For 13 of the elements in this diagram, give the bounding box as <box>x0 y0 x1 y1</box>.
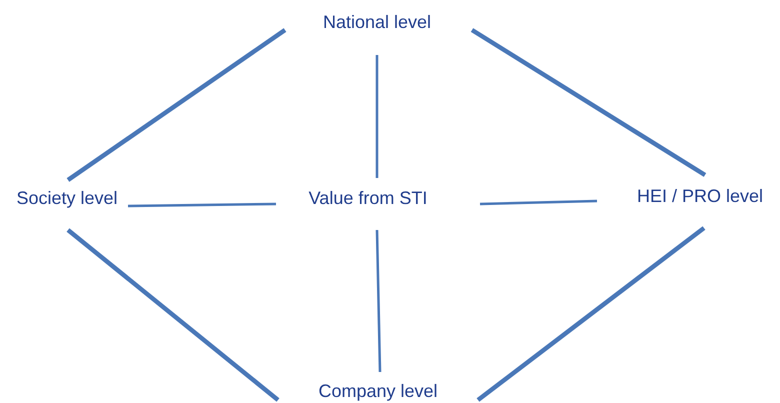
level-label: National level <box>322 11 432 33</box>
connector-line <box>470 28 706 177</box>
connector-line <box>480 200 598 206</box>
level-label: Value from STI <box>308 187 428 209</box>
connector-line <box>128 202 276 208</box>
level-label: Society level <box>16 187 118 209</box>
connector-line <box>376 55 378 178</box>
connector-line <box>376 230 382 372</box>
connector-line <box>66 28 286 182</box>
level-label: Company level <box>318 380 438 402</box>
level-label: HEI / PRO level <box>636 185 764 207</box>
connector-line <box>476 226 706 402</box>
connector-line <box>66 228 280 402</box>
